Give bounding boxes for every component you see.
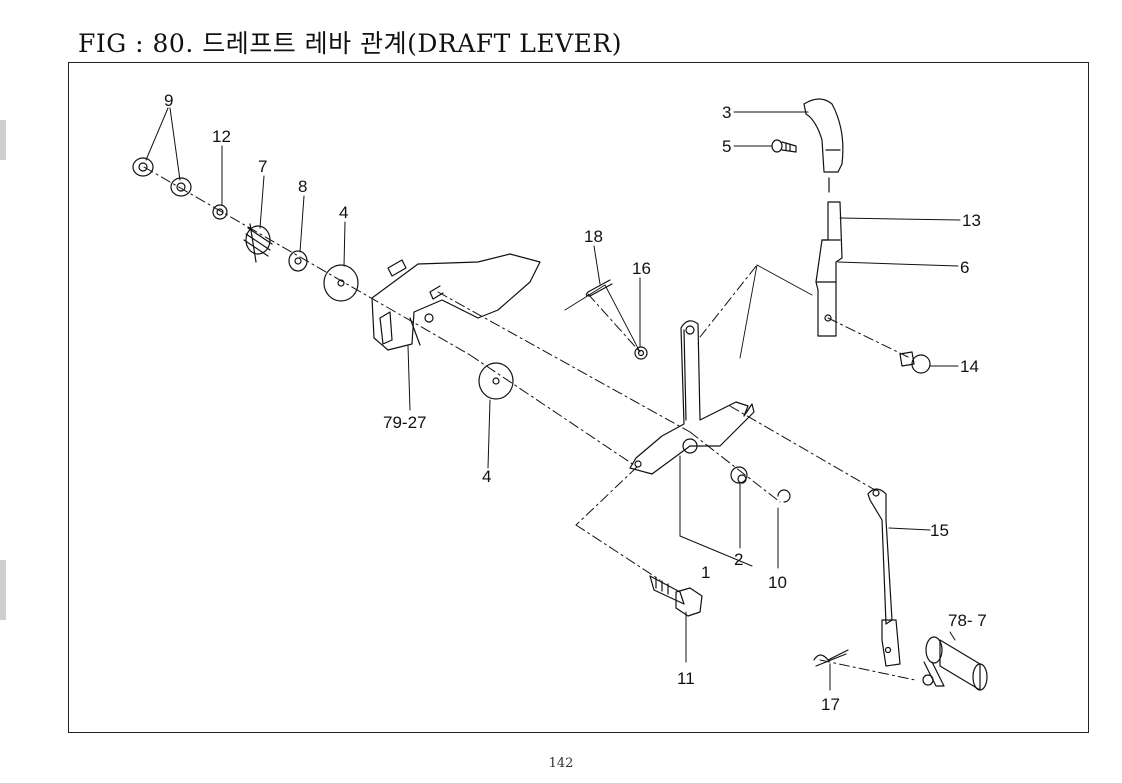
label-part-17: 17: [821, 695, 840, 714]
page-number: 142: [548, 756, 574, 771]
label-part-3: 3: [722, 103, 731, 122]
lever-part-1: [629, 320, 755, 475]
label-part-5: 5: [722, 137, 731, 156]
split-pin-part-17: [813, 649, 849, 667]
label-part-1: 1: [701, 563, 710, 582]
washer-part-16: [634, 346, 648, 360]
label-part-16: 16: [632, 259, 651, 278]
label-part-13: 13: [962, 211, 981, 230]
bracket-part-79-27: [371, 253, 541, 351]
washer-part-4-upper: [323, 264, 359, 302]
scan-edge-mark: [0, 560, 6, 620]
label-part-15: 15: [930, 521, 949, 540]
label-part-14: 14: [960, 357, 979, 376]
label-part-8: 8: [298, 177, 307, 196]
part-labels: 9 12 7 8 4 79-27 4 18 16 3 5 13 6 14 15 …: [164, 91, 987, 714]
rod-part-15: [867, 488, 901, 667]
label-part-79-27: 79-27: [383, 413, 426, 432]
scan-edge-mark: [0, 120, 6, 160]
label-part-2: 2: [734, 550, 743, 569]
label-part-10: 10: [768, 573, 787, 592]
shaft-part-78-7: [922, 636, 988, 691]
handle-part-13: [815, 201, 843, 337]
spring-part-7: [243, 223, 273, 263]
label-part-18: 18: [584, 227, 603, 246]
label-part-11: 11: [677, 669, 695, 688]
label-part-12: 12: [212, 127, 231, 146]
label-part-78-7: 78- 7: [948, 611, 987, 630]
label-part-9: 9: [164, 91, 173, 110]
washer-part-12: [212, 204, 228, 220]
screw-part-5: [771, 139, 797, 153]
figure-frame: [68, 62, 1089, 733]
page-title: FIG : 80. 드레프트 레바 관계(DRAFT LEVER): [78, 29, 622, 58]
screw-part-14: [899, 351, 931, 374]
split-pin-part-18: [585, 279, 613, 297]
label-part-7: 7: [258, 157, 267, 176]
nut-part-9: [132, 157, 192, 197]
leader-lines: [145, 107, 961, 691]
label-part-4: 4: [339, 203, 348, 222]
break-line: [739, 264, 813, 359]
label-part-6: 6: [960, 258, 969, 277]
knob-part-3: [803, 98, 844, 193]
washer-part-4-lower: [478, 362, 514, 400]
break-line: [564, 284, 641, 353]
washer-part-8: [288, 250, 308, 272]
e-ring-part-10: [777, 489, 791, 503]
bolt-part-11: [649, 575, 703, 617]
label-part-4: 4: [482, 467, 491, 486]
collar-part-2: [730, 466, 748, 484]
centerline: [143, 166, 916, 681]
